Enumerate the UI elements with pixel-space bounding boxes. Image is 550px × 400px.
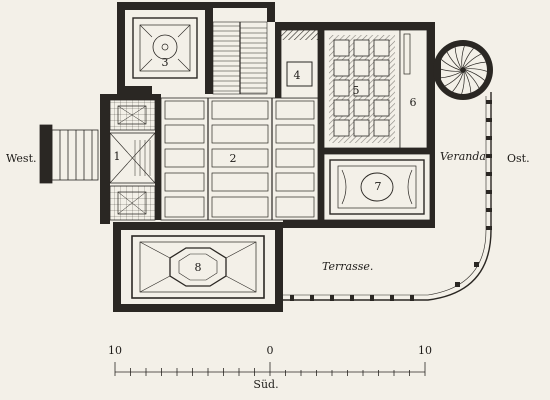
- room-8: [121, 230, 275, 304]
- label-terrasse: Terrasse.: [322, 260, 373, 273]
- room-number-7: 7: [375, 180, 382, 193]
- main-staircase: [212, 21, 268, 95]
- room-7: [323, 153, 431, 221]
- room-number-3: 3: [162, 56, 169, 69]
- label-sued: Süd.: [253, 378, 278, 391]
- room-5: [323, 29, 401, 149]
- spiral-stair-tower: [433, 40, 493, 100]
- veranda-railing: [283, 92, 492, 301]
- scale-label-center: 0: [267, 344, 274, 357]
- label-ost: Ost.: [507, 152, 530, 165]
- room-4: [280, 29, 319, 99]
- room-number-5: 5: [353, 84, 360, 97]
- building-walls: [100, 2, 435, 312]
- label-veranda: Veranda: [440, 150, 486, 163]
- room-3: [125, 10, 205, 86]
- room-1: [109, 99, 156, 221]
- room-2: [160, 97, 319, 221]
- scale-label-right: 10: [418, 344, 432, 357]
- scale-bar: 10 0 10 Süd.: [108, 344, 432, 391]
- entrance-steps: [39, 124, 99, 184]
- room-6: [399, 29, 428, 149]
- label-west: West.: [6, 152, 36, 165]
- room-number-6: 6: [410, 96, 417, 109]
- room-number-8: 8: [195, 261, 202, 274]
- room-number-1: 1: [114, 150, 121, 163]
- room-number-2: 2: [230, 152, 237, 165]
- room-numbers: 1 2 3 4 5 6 7 8: [114, 56, 417, 274]
- scale-label-left: 10: [108, 344, 122, 357]
- room-number-4: 4: [294, 69, 301, 82]
